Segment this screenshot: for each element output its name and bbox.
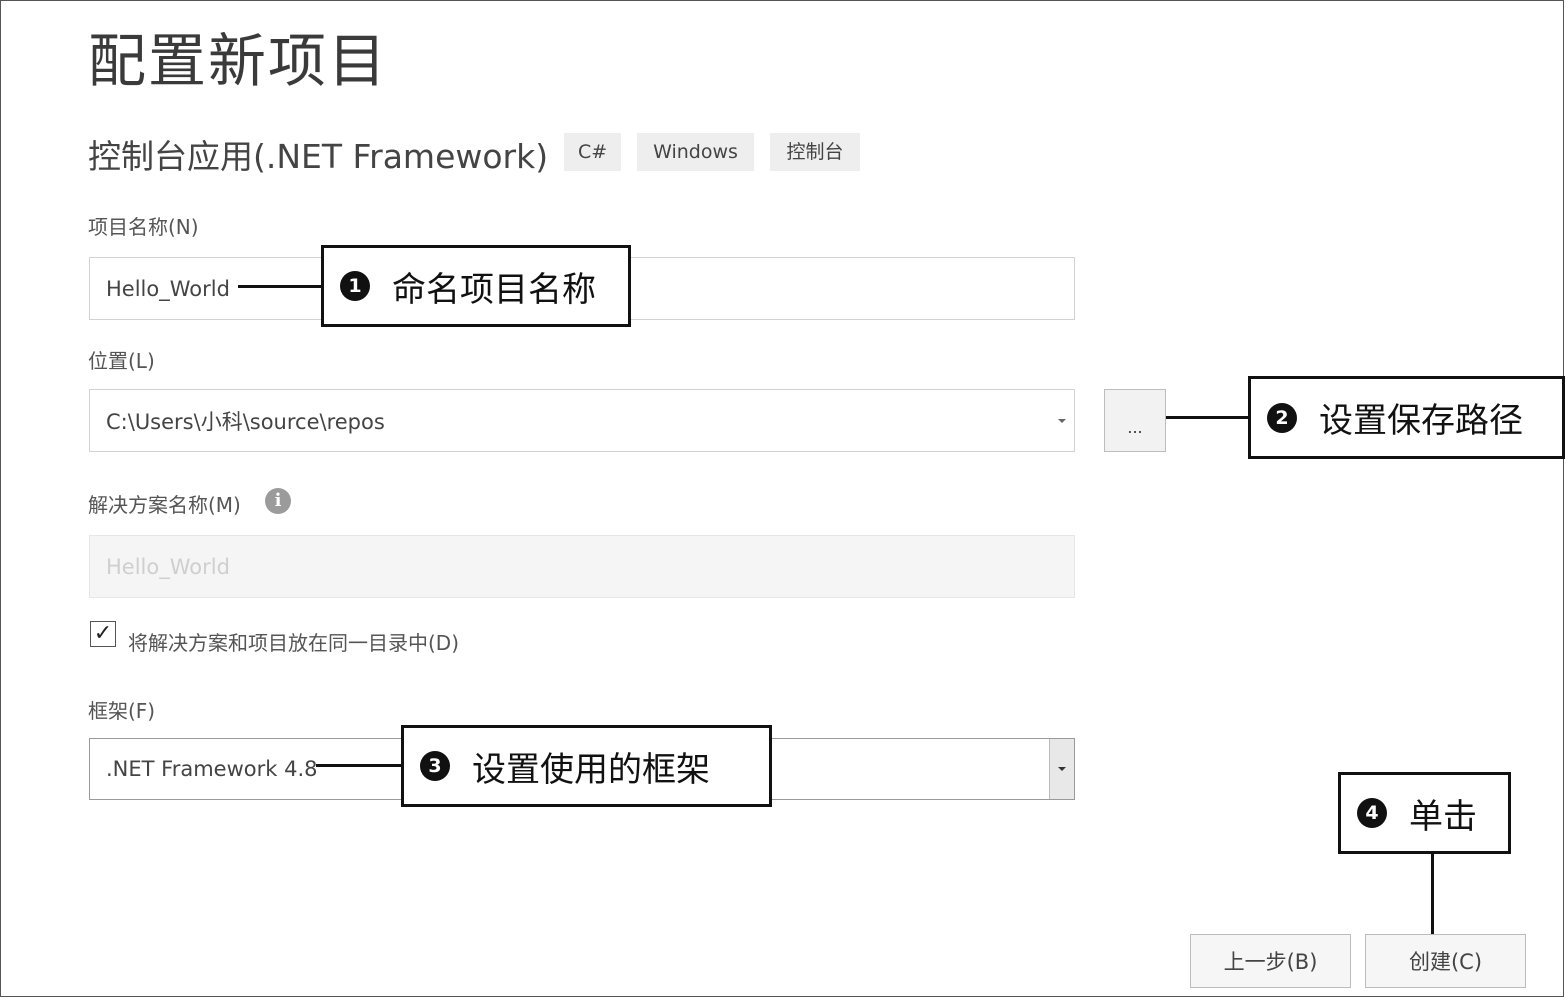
tag-project-kind: 控制台	[770, 133, 860, 171]
callout-number: 3	[420, 751, 450, 781]
callout-connector-4	[1431, 852, 1434, 934]
same-directory-checkbox[interactable]: ✓	[90, 621, 116, 647]
tag-platform: Windows	[637, 133, 754, 171]
callout-text: 单击	[1409, 796, 1477, 837]
callout-click: 4 单击	[1338, 772, 1511, 854]
tag-language: C#	[564, 133, 621, 171]
chevron-down-icon	[1058, 418, 1066, 423]
browse-button[interactable]: ...	[1104, 389, 1166, 452]
page-title: 配置新项目	[88, 27, 389, 95]
callout-connector-1	[238, 285, 322, 288]
solution-name-input: Hello_World	[89, 535, 1075, 598]
info-icon[interactable]: i	[265, 488, 291, 514]
callout-framework: 3 设置使用的框架	[401, 725, 772, 807]
location-value: C:\Users\小科\source\repos	[106, 409, 385, 434]
checkmark-icon: ✓	[93, 621, 113, 646]
framework-value: .NET Framework 4.8	[106, 757, 318, 781]
callout-text: 设置使用的框架	[472, 749, 710, 790]
callout-number: 2	[1267, 402, 1297, 433]
callout-number: 4	[1357, 798, 1387, 828]
callout-connector-3	[316, 764, 403, 767]
back-button[interactable]: 上一步(B)	[1190, 934, 1351, 988]
callout-save-path: 2 设置保存路径	[1248, 376, 1565, 459]
solution-name-label: 解决方案名称(M)	[88, 493, 241, 517]
project-name-value: Hello_World	[106, 276, 230, 301]
create-button[interactable]: 创建(C)	[1365, 934, 1526, 988]
solution-name-placeholder: Hello_World	[106, 554, 230, 579]
location-label: 位置(L)	[88, 349, 155, 373]
chevron-down-icon[interactable]	[1049, 739, 1074, 799]
callout-name-project: 1 命名项目名称	[321, 245, 631, 327]
same-directory-label: 将解决方案和项目放在同一目录中(D)	[128, 631, 460, 655]
project-type-title: 控制台应用(.NET Framework)	[88, 137, 549, 176]
callout-number: 1	[340, 271, 370, 301]
framework-label: 框架(F)	[88, 699, 156, 723]
callout-connector-2	[1166, 416, 1250, 419]
location-combobox[interactable]: C:\Users\小科\source\repos	[89, 389, 1075, 452]
callout-text: 设置保存路径	[1319, 401, 1523, 441]
project-name-label: 项目名称(N)	[88, 215, 199, 239]
callout-text: 命名项目名称	[392, 269, 596, 310]
